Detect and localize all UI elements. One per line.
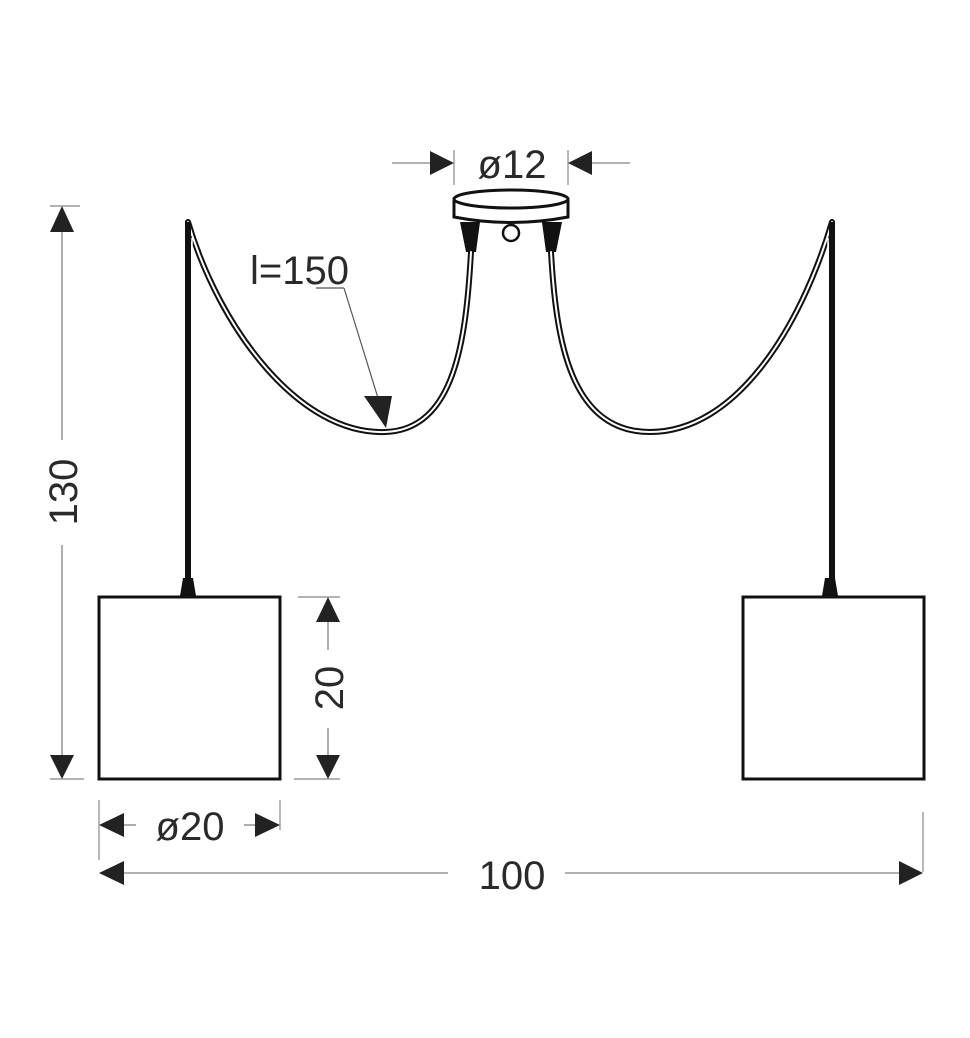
cable-grip-right	[822, 578, 838, 596]
cable-length-label: l=150	[250, 249, 349, 293]
shade-height-dimension: 20	[294, 596, 352, 780]
hook-icon	[501, 223, 521, 243]
total-width-label: 100	[479, 854, 546, 898]
cable-gland-left	[460, 222, 480, 252]
ceiling-canopy	[452, 188, 570, 252]
right-cable	[548, 219, 838, 596]
canopy-diameter-label: ø12	[478, 143, 547, 187]
left-cable	[180, 219, 474, 596]
arrow-left-icon	[99, 813, 124, 837]
arrow-down-icon	[50, 755, 74, 779]
shade-diameter-dimension: ø20	[98, 800, 281, 860]
arrow-up-icon	[50, 206, 74, 232]
arrow-up-icon	[316, 597, 340, 622]
cable-gland-right	[542, 222, 562, 252]
total-width-dimension: 100	[99, 812, 924, 898]
right-shade	[741, 595, 926, 781]
arrow-down-icon	[364, 396, 392, 428]
arrow-left-icon	[99, 861, 124, 885]
shade-diameter-label: ø20	[156, 805, 225, 849]
arrow-right-icon	[255, 813, 280, 837]
total-height-label: 130	[42, 459, 86, 526]
arrow-down-icon	[316, 755, 340, 779]
shade-height-label: 20	[308, 666, 352, 711]
arrow-right-icon	[430, 151, 454, 175]
arrow-left-icon	[568, 151, 592, 175]
cable-grip-left	[180, 578, 196, 596]
canopy-diameter-dimension: ø12	[392, 143, 630, 187]
arrow-right-icon	[899, 861, 923, 885]
cable-length-annotation: l=150	[250, 249, 392, 428]
left-shade	[97, 595, 282, 781]
total-height-dimension: 130	[42, 205, 86, 780]
